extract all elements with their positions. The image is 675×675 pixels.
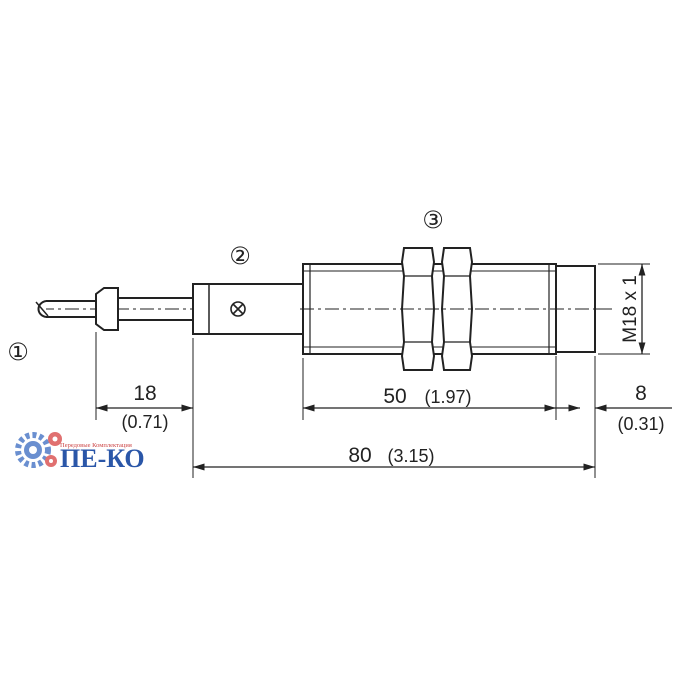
cable-length-value: 18 — [133, 382, 156, 405]
rear-housing — [192, 283, 304, 335]
dimension-lines — [96, 264, 672, 471]
callout-nut: ③ — [422, 206, 444, 234]
watermark-brand: ПЕ-КО — [60, 444, 145, 473]
thread-size-label: M18 x 1 — [620, 275, 641, 343]
callout-cable: ① — [7, 338, 29, 366]
cable — [35, 300, 96, 318]
strain-relief — [95, 287, 119, 331]
watermark-tagline: Передовые Комплектация — [60, 442, 132, 449]
thread-length-value: 50 — [383, 385, 406, 408]
callout-led: ② — [229, 242, 251, 270]
thread-length-inch: (1.97) — [424, 387, 471, 407]
gear-logo-icon — [15, 432, 62, 468]
total-length-value: 80 — [348, 444, 371, 467]
face-length-inch: (0.31) — [617, 414, 664, 434]
cable-length-inch: (0.71) — [121, 412, 168, 432]
watermark-logo: Передовые Комплектация ПЕ-КО — [15, 432, 145, 473]
face-length-value: 8 — [635, 382, 647, 405]
led-indicator — [230, 301, 246, 317]
cable-inner — [118, 297, 193, 321]
total-length-inch: (3.15) — [387, 446, 434, 466]
